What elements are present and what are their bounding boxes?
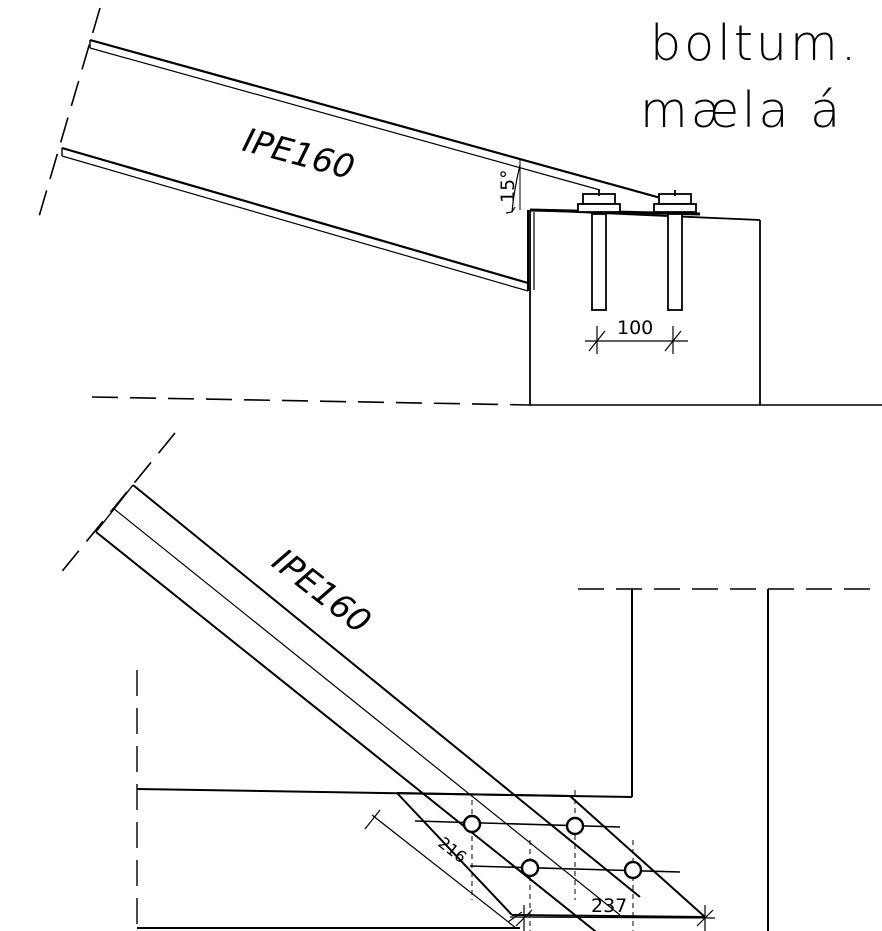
plan-bolt-4 [623, 860, 643, 880]
plan-bolt-1 [462, 814, 482, 834]
plan-base-plate [396, 792, 706, 918]
elevation-angle-label: 15° [497, 169, 519, 203]
plan-profile-label: IPE160 [265, 541, 378, 642]
plan-plate-width-dimension [364, 809, 523, 929]
note-line-2: mæla á [640, 82, 843, 139]
elevation-bolt-spacing-label: 100 [617, 317, 653, 339]
elevation-anchor-bolt-left [577, 190, 621, 311]
elevation-ground-line [91, 396, 531, 406]
plan-bolt-axes [471, 790, 634, 931]
elevation-concrete-block [529, 208, 761, 405]
elevation-bolt-spacing-dimension [585, 326, 688, 354]
elevation-angle-dimension [505, 160, 521, 214]
note-text-block: boltum. mæla á [640, 15, 859, 139]
plan-break-line [54, 432, 176, 581]
plan-bolt-3 [520, 858, 540, 878]
plan-plate-length-dimension [509, 905, 716, 931]
plan-bolt-2 [565, 816, 585, 836]
note-line-1: boltum. [650, 15, 859, 72]
plan-beam [95, 484, 641, 931]
elevation-anchor-bolt-right [653, 190, 697, 311]
plan-bolt-lines [414, 820, 681, 873]
elevation-profile-label: IPE160 [239, 120, 359, 187]
elevation-beam [61, 38, 669, 292]
plan-view: 216 237 IPE160 [54, 432, 882, 931]
plan-plate-length-label: 237 [591, 895, 627, 917]
